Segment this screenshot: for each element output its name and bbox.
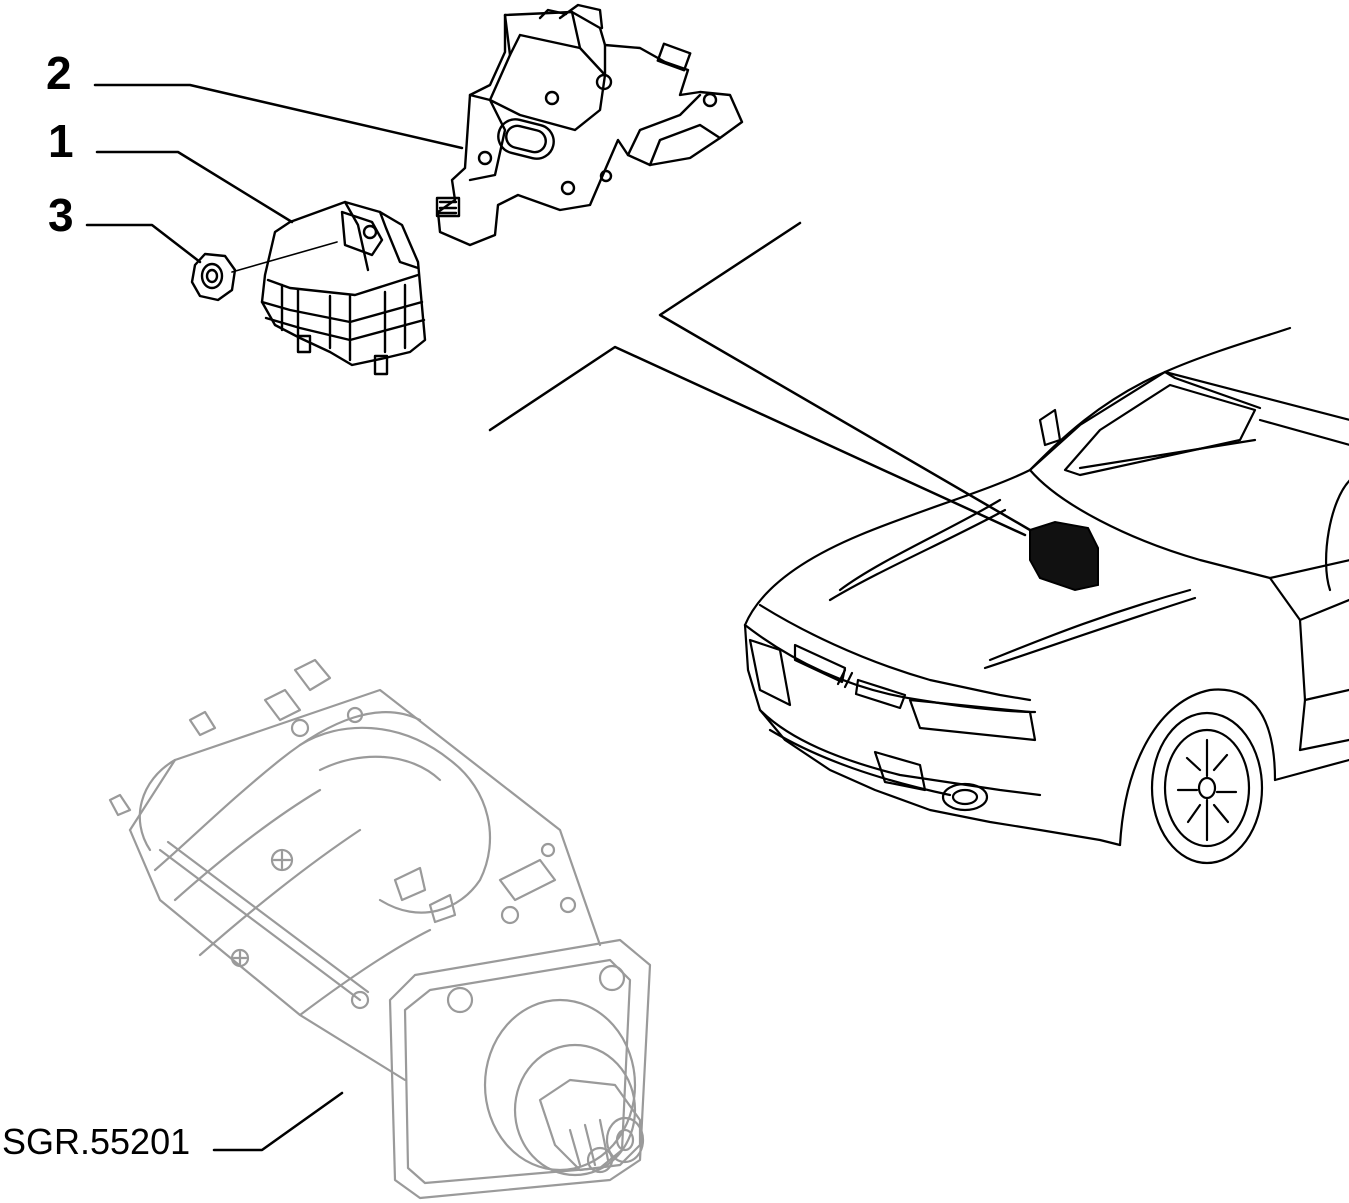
leader-lines	[85, 83, 464, 1152]
location-pointer	[488, 221, 1032, 537]
leader-line-3	[85, 223, 202, 264]
leader-line-ref	[212, 1091, 344, 1152]
callout-3-label: 3	[48, 189, 74, 241]
callout-1-label: 1	[48, 115, 74, 167]
callout-2-label: 2	[46, 47, 72, 99]
leader-line-1	[95, 150, 294, 224]
relay-unit-part	[260, 200, 427, 376]
relay-location-highlight	[1029, 520, 1099, 592]
car-illustration	[743, 326, 1349, 865]
bracket-part	[435, 3, 744, 247]
nut-part	[190, 252, 237, 302]
leader-line-2	[93, 83, 464, 150]
reference-code: SGR.55201	[2, 1121, 191, 1162]
stud-dash-line	[231, 241, 338, 273]
starter-motor-illustration	[108, 658, 652, 1200]
